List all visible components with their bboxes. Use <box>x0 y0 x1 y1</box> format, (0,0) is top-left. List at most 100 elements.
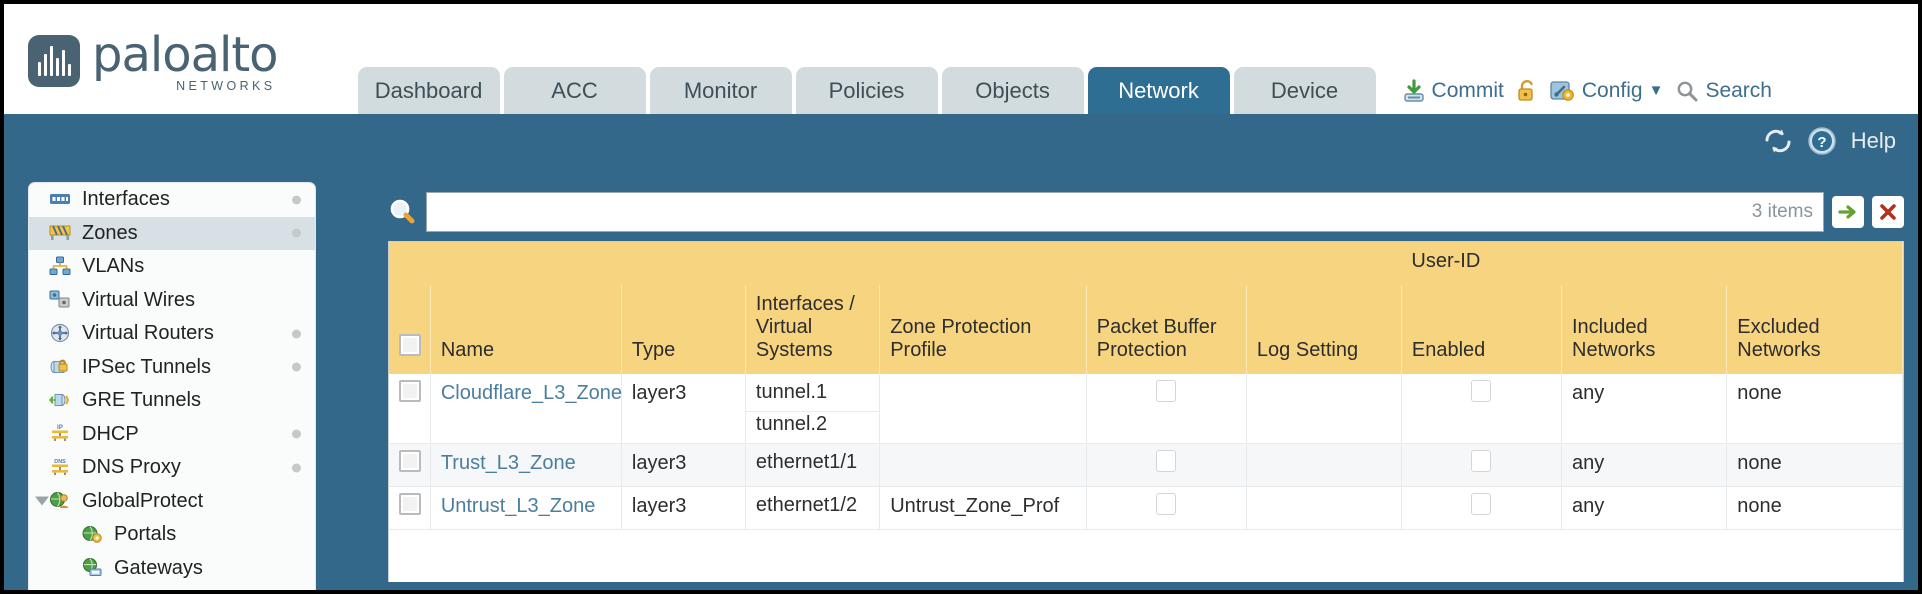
sidebar-item-label: Interfaces <box>82 188 170 211</box>
zone-name-cell[interactable]: Trust_L3_Zone <box>430 443 622 487</box>
sidebar-item-interfaces[interactable]: Interfaces <box>29 183 315 217</box>
items-count: 3 items <box>1751 201 1813 222</box>
expander-triangle-icon[interactable] <box>35 496 49 506</box>
column-header-interfaces-virtual-systems[interactable]: Interfaces / Virtual Systems <box>745 285 881 374</box>
packet-buffer-protection-cell[interactable] <box>1086 486 1247 530</box>
dhcp-icon: IP <box>49 423 73 445</box>
column-header-log-setting[interactable]: Log Setting <box>1246 285 1402 374</box>
interface-entry: tunnel.1 <box>745 374 880 412</box>
clear-filter-button[interactable] <box>1872 196 1904 228</box>
tab-policies[interactable]: Policies <box>795 67 938 114</box>
config-menu[interactable]: Config ▼ <box>1550 79 1664 103</box>
help-question-icon[interactable]: ? <box>1807 126 1837 156</box>
search-button[interactable]: Search <box>1675 79 1772 103</box>
sidebar-item-zones[interactable]: Zones <box>29 216 315 250</box>
tab-dashboard[interactable]: Dashboard <box>357 67 500 114</box>
gateways-icon <box>81 557 105 579</box>
packet-buffer-protection-checkbox[interactable] <box>1156 493 1177 515</box>
select-all-checkbox[interactable] <box>399 334 421 356</box>
search-magnifier-icon[interactable] <box>388 197 418 227</box>
row-select-checkbox[interactable] <box>399 493 421 515</box>
log-setting-cell <box>1246 443 1402 487</box>
packet-buffer-protection-checkbox[interactable] <box>1156 380 1177 402</box>
sidebar-item-ipsec-tunnels[interactable]: IPSec Tunnels <box>29 351 315 385</box>
sidebar-item-status-dot[interactable] <box>292 429 301 439</box>
ipsec-tunnels-icon <box>49 356 73 378</box>
brand-logo[interactable]: paloalto NETWORKS <box>28 26 279 93</box>
sidebar-item-gre-tunnels[interactable]: GRE Tunnels <box>29 384 315 418</box>
sidebar-item-portals[interactable]: Portals <box>29 518 315 552</box>
brand-text: paloalto NETWORKS <box>92 26 279 93</box>
sidebar-item-status-dot[interactable] <box>292 329 301 339</box>
sidebar-item-virtual-wires[interactable]: Virtual Wires <box>29 284 315 318</box>
userid-enabled-cell[interactable] <box>1401 443 1563 487</box>
row-select-checkbox[interactable] <box>399 380 421 402</box>
sidebar-item-vlans[interactable]: VLANs <box>29 250 315 284</box>
tab-acc[interactable]: ACC <box>503 67 646 114</box>
sidebar-item-dhcp[interactable]: IP DHCP <box>29 418 315 452</box>
sidebar-item-status-dot[interactable] <box>292 228 301 238</box>
packet-buffer-protection-cell[interactable] <box>1086 374 1247 444</box>
commit-label: Commit <box>1431 78 1504 102</box>
column-header-name[interactable]: Name <box>430 285 622 374</box>
lock-button[interactable] <box>1516 79 1538 103</box>
packet-buffer-protection-cell[interactable] <box>1086 443 1247 487</box>
brand-name: paloalto <box>92 26 279 83</box>
interface-entry: ethernet1/1 <box>755 451 858 473</box>
commit-button[interactable]: Commit <box>1402 79 1504 103</box>
unlock-icon <box>1516 79 1538 103</box>
tab-network[interactable]: Network <box>1087 67 1230 114</box>
tab-device[interactable]: Device <box>1233 67 1376 114</box>
interfaces-cell: ethernet1/1 <box>745 443 881 487</box>
userid-enabled-cell[interactable] <box>1401 486 1563 530</box>
row-select-checkbox[interactable] <box>399 450 421 472</box>
zone-name-cell[interactable]: Cloudflare_L3_Zone <box>430 374 623 444</box>
select-all-header <box>389 285 431 374</box>
row-select-cell[interactable] <box>389 486 431 530</box>
sidebar-item-label: DHCP <box>82 422 139 445</box>
column-header-type[interactable]: Type <box>621 285 746 374</box>
userid-enabled-cell[interactable] <box>1401 374 1563 444</box>
svg-text:DNS: DNS <box>54 459 66 465</box>
refresh-icon[interactable] <box>1763 128 1793 154</box>
tab-monitor[interactable]: Monitor <box>649 67 792 114</box>
userid-enabled-checkbox[interactable] <box>1471 493 1492 515</box>
column-header-excluded-networks[interactable]: Excluded Networks <box>1726 285 1903 374</box>
column-header-enabled[interactable]: Enabled <box>1401 285 1563 374</box>
sidebar-item-globalprotect[interactable]: GlobalProtect <box>29 485 315 519</box>
column-header-packet-buffer-protection[interactable]: Packet Buffer Protection <box>1086 285 1247 374</box>
packet-buffer-protection-checkbox[interactable] <box>1156 450 1177 472</box>
chevron-down-icon[interactable]: ▼ <box>1648 82 1664 99</box>
search-input[interactable]: 3 items <box>426 192 1824 232</box>
sidebar-item-status-dot[interactable] <box>292 463 301 473</box>
sidebar-item-status-dot[interactable] <box>292 362 301 372</box>
virtual-wires-icon <box>49 289 73 311</box>
row-select-cell[interactable] <box>389 374 431 444</box>
paloalto-logo-icon <box>28 35 80 88</box>
sidebar-item-gateways[interactable]: Gateways <box>29 552 315 586</box>
zone-name-cell[interactable]: Untrust_L3_Zone <box>430 486 622 530</box>
tab-objects[interactable]: Objects <box>941 67 1084 114</box>
zone-name-link[interactable]: Untrust_L3_Zone <box>440 495 596 517</box>
sidebar-item-status-dot[interactable] <box>292 195 301 205</box>
help-label[interactable]: Help <box>1850 128 1896 153</box>
column-header-included-networks[interactable]: Included Networks <box>1561 285 1728 374</box>
zone-name-link[interactable]: Trust_L3_Zone <box>440 452 576 474</box>
column-header-zone-protection-profile[interactable]: Zone Protection Profile <box>879 285 1087 374</box>
zone-name-link[interactable]: Cloudflare_L3_Zone <box>440 382 623 404</box>
sidebar-item-virtual-routers[interactable]: Virtual Routers <box>29 317 315 351</box>
commit-download-icon <box>1402 78 1426 103</box>
subbar-actions: ? Help <box>1763 126 1896 156</box>
apply-filter-button[interactable] <box>1832 196 1864 228</box>
userid-enabled-checkbox[interactable] <box>1471 380 1492 402</box>
userid-enabled-checkbox[interactable] <box>1471 450 1492 472</box>
sidebar-item-label: Portals <box>114 523 177 546</box>
row-select-cell[interactable] <box>389 443 431 487</box>
